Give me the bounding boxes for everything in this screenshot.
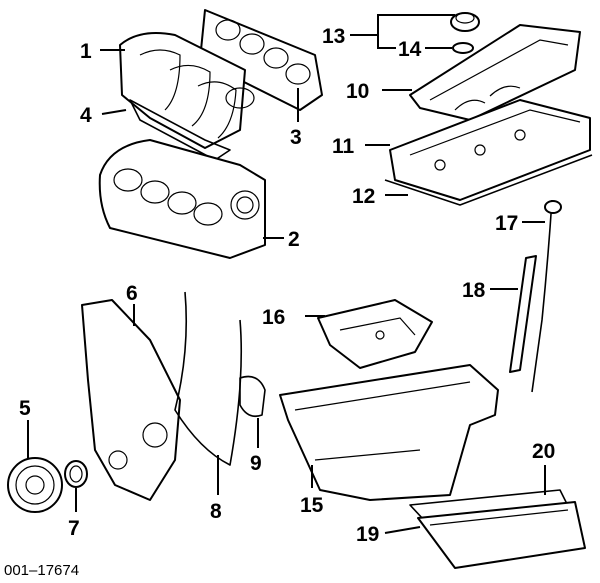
callout-16: 16 — [262, 306, 285, 329]
dipstick-tube — [509, 255, 537, 373]
valve-cover — [389, 99, 591, 201]
callout-10: 10 — [346, 80, 369, 103]
callout-4: 4 — [80, 104, 92, 127]
callout-2: 2 — [288, 228, 300, 251]
callout-17: 17 — [495, 212, 518, 235]
timing-cover — [81, 299, 181, 501]
callout-6: 6 — [126, 282, 138, 305]
oil-pan-lower — [417, 501, 586, 569]
callout-13: 13 — [322, 25, 345, 48]
callout-1: 1 — [80, 40, 92, 63]
callout-14: 14 — [398, 38, 422, 61]
callout-18: 18 — [462, 279, 486, 302]
callout-19: 19 — [356, 523, 379, 546]
callout-20: 20 — [532, 440, 555, 463]
oil-dipstick — [531, 199, 562, 393]
callout-15: 15 — [300, 494, 324, 517]
crankshaft-pulley — [7, 457, 63, 513]
manifold-gasket — [129, 99, 231, 161]
oil-baffle-plate — [317, 299, 433, 369]
cap-gasket — [452, 42, 474, 54]
callout-7: 7 — [68, 517, 80, 540]
callout-5: 5 — [19, 397, 31, 420]
callout-9: 9 — [250, 452, 262, 475]
figure-code: 001–17674 — [4, 562, 79, 579]
callout-11: 11 — [332, 135, 355, 158]
oil-filler-cap — [450, 12, 480, 32]
callout-8: 8 — [210, 500, 222, 523]
oil-pan — [279, 364, 499, 501]
valve-cover-gasket — [384, 154, 593, 206]
timing-cover-gasket — [174, 291, 243, 466]
leader-lines — [27, 14, 546, 534]
callout-3: 3 — [290, 126, 302, 149]
callout-labels: 1 2 3 4 5 6 7 8 9 10 11 12 13 14 15 16 1… — [19, 25, 555, 546]
intake-manifold — [119, 32, 255, 149]
intake-plenum — [98, 139, 266, 259]
engine-cover — [409, 24, 581, 121]
crankshaft-seal — [64, 460, 88, 488]
water-pump-gasket — [239, 375, 266, 418]
callout-12: 12 — [352, 185, 375, 208]
